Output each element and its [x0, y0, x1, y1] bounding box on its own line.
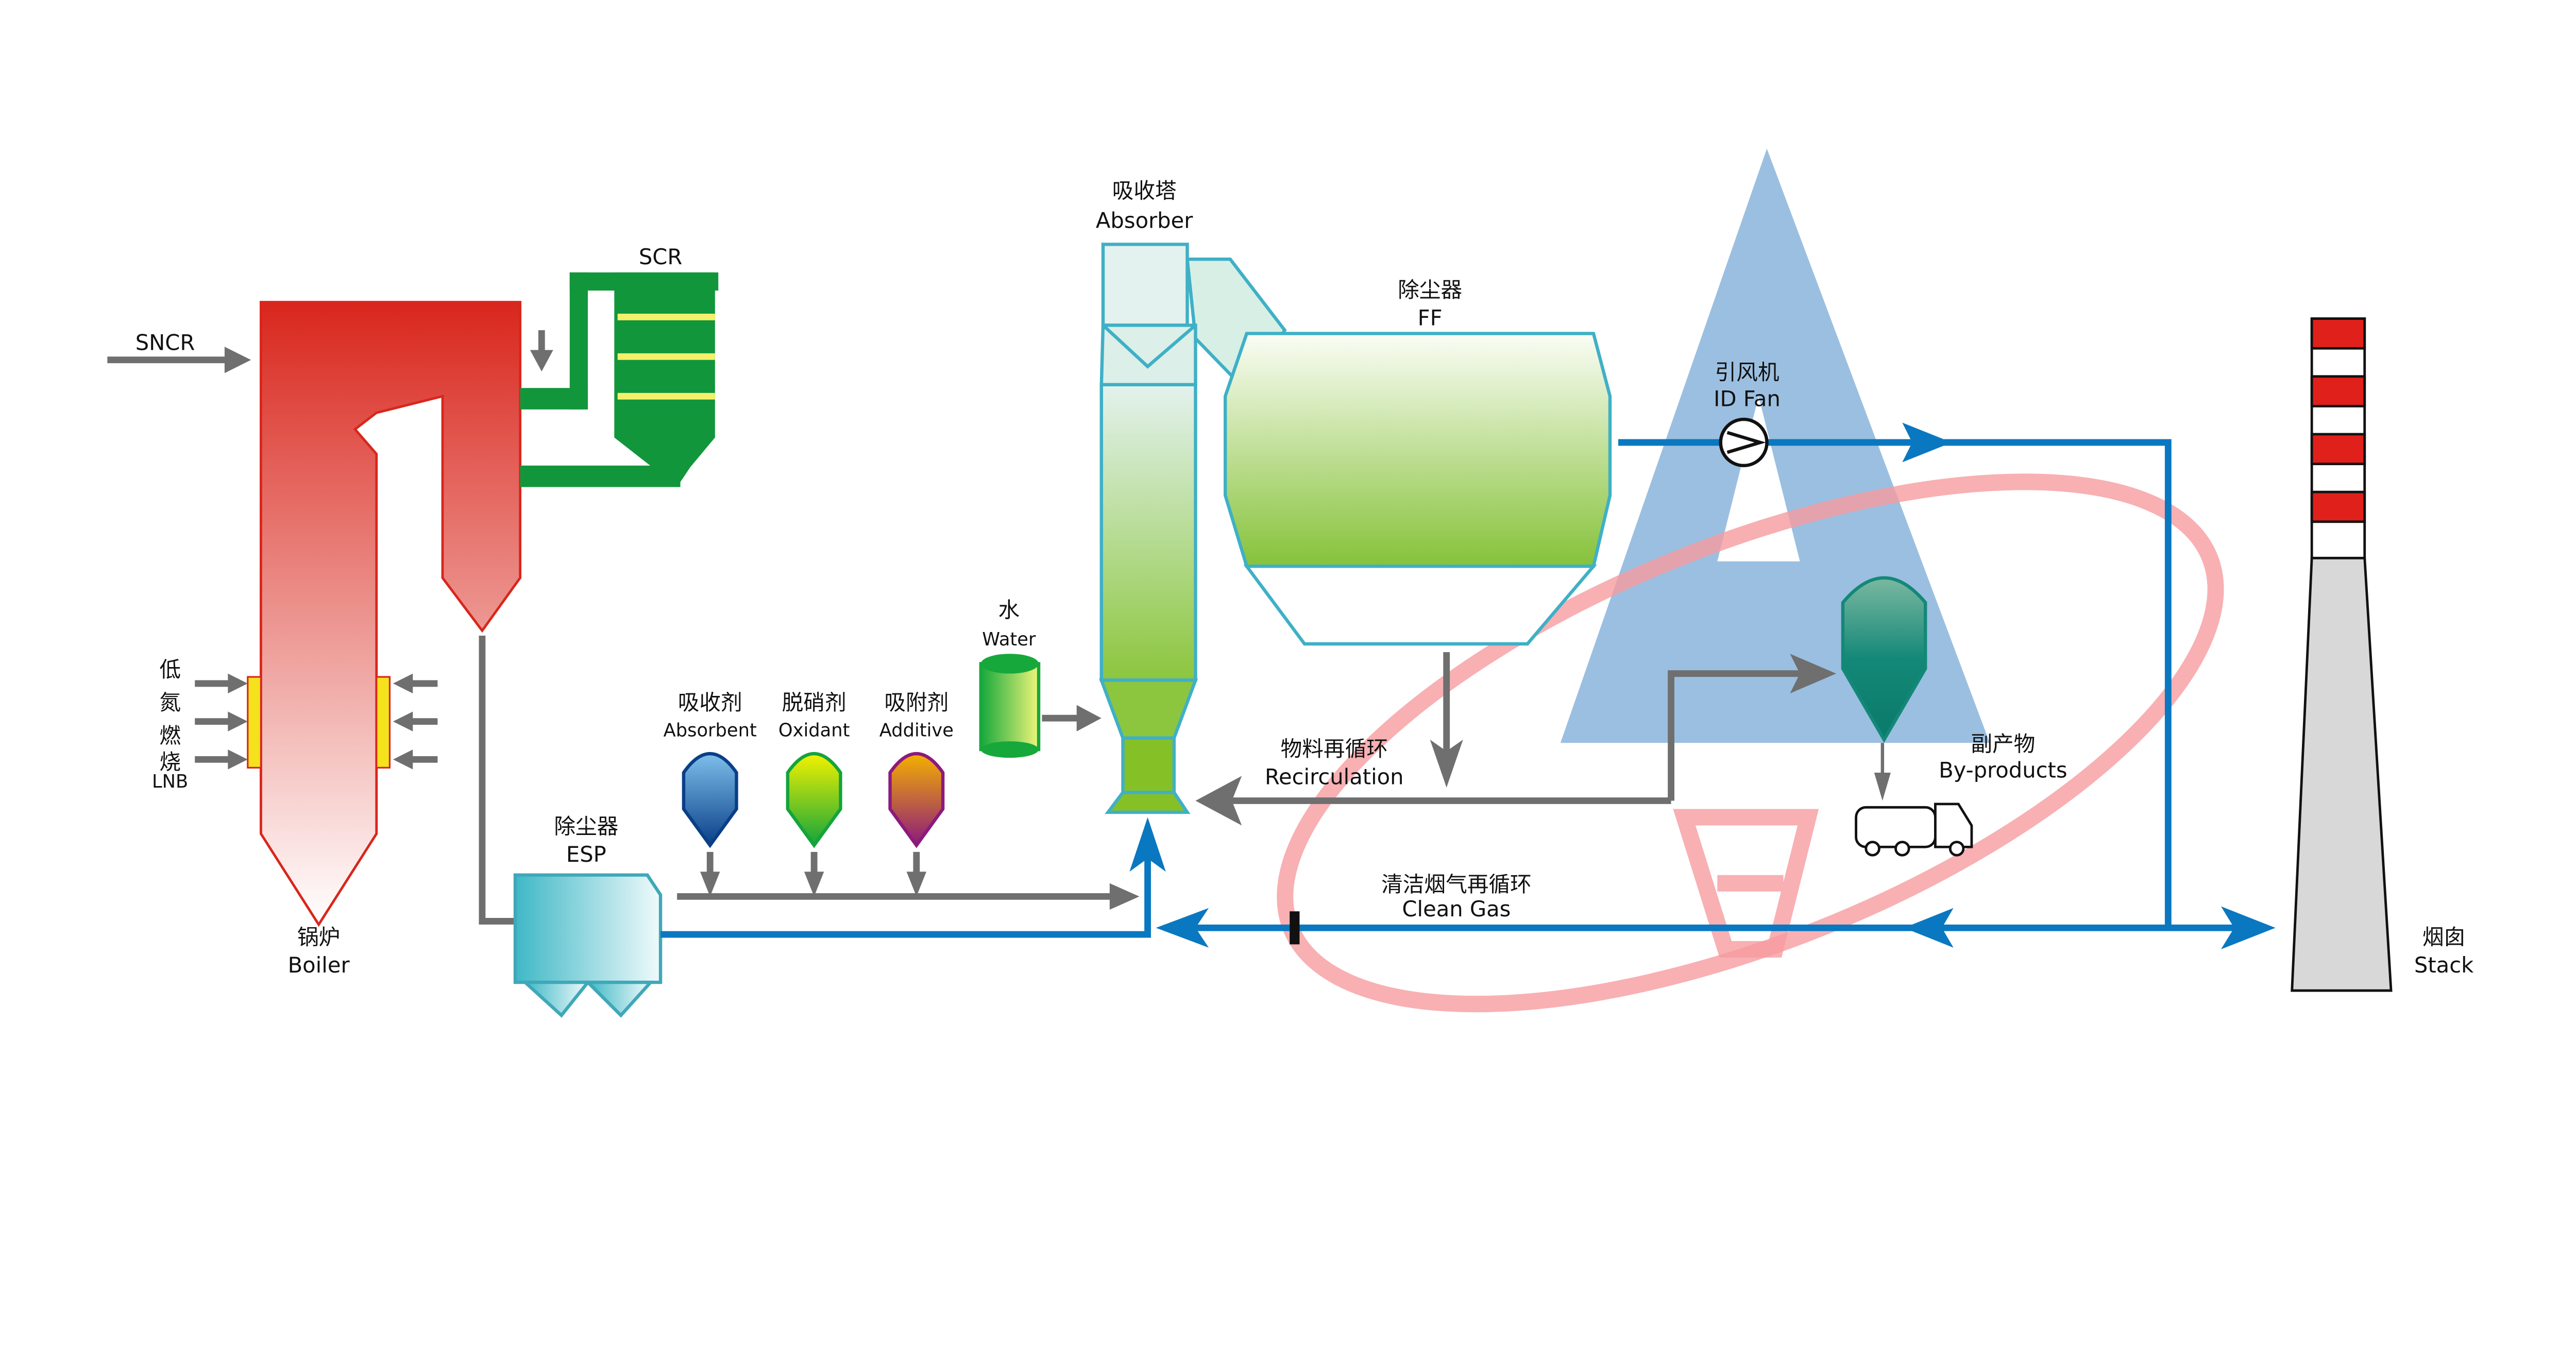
water-label-cn: 水: [998, 598, 1020, 623]
scr-label: SCR: [639, 244, 682, 269]
recirculation-line: [1195, 652, 1837, 826]
absorbent-label-en: Absorbent: [664, 720, 757, 741]
fabric-filter: [1224, 332, 1612, 646]
by-product-arrow: [1874, 743, 1891, 801]
oxidant-label-cn: 脱硝剂: [782, 690, 846, 715]
additive-tank: [888, 752, 945, 848]
absorber-label-cn: 吸收塔: [1112, 178, 1177, 203]
id-fan-label-cn: 引风机: [1715, 360, 1780, 385]
ff-label-en: FF: [1418, 305, 1443, 330]
clean-gas-label-en: Clean Gas: [1402, 896, 1511, 922]
burner-left: [247, 676, 262, 769]
truck-icon: [1855, 803, 1973, 857]
lnb-char-2: 氮: [159, 690, 181, 715]
stack-label-en: Stack: [2414, 952, 2473, 978]
lnb-air-arrows: [195, 673, 438, 770]
stack-chimney: [2291, 317, 2393, 992]
scr-reactor: [520, 272, 719, 487]
flow-arrow: [1902, 422, 1952, 463]
water-tank: [979, 654, 1041, 758]
clean-gas-arrow: [1904, 908, 1954, 948]
scr-injection-arrow: [530, 330, 553, 372]
ff-label-cn: 除尘器: [1398, 277, 1462, 302]
flue-line-ff-stack: [1618, 439, 2172, 928]
clean-gas-arrow: [1156, 908, 1209, 948]
by-products-label-en: By-products: [1939, 758, 2067, 783]
boiler-label-cn: 锅炉: [297, 924, 340, 949]
flue-line-esp-absorber: [660, 842, 1151, 938]
burner-right: [376, 676, 391, 769]
additive-label-cn: 吸附剂: [884, 690, 948, 715]
flue-gas-treatment-diagram: SNCR 低 氮 燃 烧 LNB 锅炉 Boiler SCR 除尘器 ESP 吸…: [107, 148, 2473, 1018]
flue-line-boiler-esp: [479, 635, 516, 925]
oxidant-tank: [786, 752, 842, 848]
boiler: [260, 301, 522, 927]
id-fan-icon: [1719, 417, 1769, 468]
absorbent-tank: [682, 752, 738, 848]
clean-gas-label-cn: 清洁烟气再循环: [1381, 872, 1532, 897]
water-feed-arrow: [1042, 705, 1101, 731]
water-label-en: Water: [982, 629, 1036, 650]
stack-arrow: [2221, 906, 2276, 949]
sncr-arrow: [107, 347, 251, 373]
id-fan-label-en: ID Fan: [1714, 386, 1781, 411]
lnb-char-1: 低: [159, 657, 181, 682]
sncr-label: SNCR: [135, 330, 195, 355]
lnb-label: LNB: [152, 771, 188, 792]
absorber-label-en: Absorber: [1096, 208, 1193, 233]
damper-icon[interactable]: [1290, 911, 1300, 945]
absorbent-label-cn: 吸收剂: [678, 690, 742, 715]
esp-precipitator: [513, 873, 663, 1018]
stack-label-cn: 烟囱: [2422, 924, 2465, 949]
additive-label-en: Additive: [879, 720, 954, 741]
lnb-char-3: 燃: [159, 723, 181, 748]
esp-label-cn: 除尘器: [554, 814, 618, 839]
flow-arrow-up: [1129, 817, 1166, 872]
lnb-char-4: 烧: [159, 749, 181, 775]
by-product-silo: [1841, 576, 1927, 743]
esp-label-en: ESP: [566, 842, 606, 867]
recirculation-label-cn: 物料再循环: [1281, 736, 1388, 761]
boiler-label-en: Boiler: [288, 952, 350, 978]
oxidant-label-en: Oxidant: [778, 720, 850, 741]
by-products-label-cn: 副产物: [1971, 731, 2035, 756]
chemical-feed-line: [677, 851, 1140, 910]
recirculation-label-en: Recirculation: [1265, 764, 1404, 789]
